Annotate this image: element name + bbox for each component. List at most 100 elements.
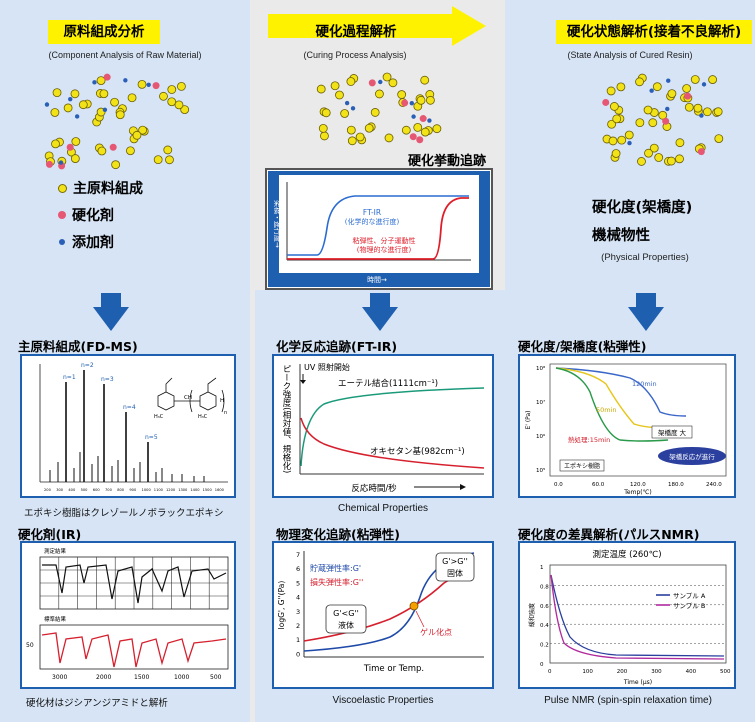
ir-x-tick: 2000: [96, 674, 111, 681]
yellow-molecule: [643, 105, 653, 115]
cure-x-tick: 120.0: [630, 482, 646, 488]
cure-progress-label: 架橋反応が進行: [669, 452, 715, 461]
visco-y-tick: 0: [296, 650, 300, 658]
blue-molecule: [68, 96, 73, 102]
cure-label-50: 50min: [596, 406, 617, 414]
yellow-molecule: [607, 119, 617, 129]
ftir-panel: ピーク強度(相対値、規格化) UV 照射開始 エーテル結合(1111cm⁻¹) …: [272, 354, 494, 498]
yellow-molecule: [180, 105, 190, 115]
yellow-molecule: [693, 103, 703, 113]
cure-y-label: E' (Pa): [525, 410, 532, 429]
yellow-molecule: [382, 72, 392, 82]
blue-molecule: [344, 100, 350, 106]
yellow-molecule: [617, 135, 627, 145]
legend-main-material: 主原料組成: [58, 178, 143, 198]
left-subtitle: (Component Analysis of Raw Material): [48, 50, 202, 60]
ftir-caption: Chemical Properties: [337, 503, 429, 514]
fdms-peak-label: n=3: [101, 376, 114, 383]
yellow-molecule: [63, 103, 73, 113]
pink-molecule: [602, 98, 610, 106]
mechanical-properties-title: 機械物性: [592, 228, 650, 244]
yellow-molecule: [416, 95, 426, 105]
left-title: 原料組成分析: [48, 20, 160, 44]
fdms-x-tick: 200: [44, 488, 52, 492]
right-title: 硬化状態解析(接着不良解析): [556, 20, 752, 44]
center-molecule-cluster: [316, 72, 442, 146]
ir-measured-frame: [39, 556, 229, 610]
yellow-dot-icon: [58, 183, 67, 193]
yellow-molecule: [330, 81, 340, 91]
blue-molecule: [123, 78, 128, 83]
yellow-molecule: [667, 89, 677, 99]
ir-measured-line: [42, 564, 227, 604]
cure-y-tick: 10⁵: [536, 467, 545, 474]
ftir-curve-note: (化学的な進行度): [345, 217, 400, 226]
blue-molecule: [411, 114, 416, 119]
yellow-molecule: [163, 145, 173, 155]
visco-y-tick: 2: [296, 622, 300, 630]
cure-degree-large-label: 架橋度 大: [658, 428, 687, 437]
pink-dot-icon: [58, 211, 66, 219]
cure-x-tick: 0.0: [554, 482, 563, 488]
legend-curing-agent: 硬化剤: [58, 205, 114, 225]
yellow-molecule: [52, 88, 62, 98]
fdms-peak-label: n=4: [123, 404, 136, 411]
yellow-molecule: [624, 130, 634, 140]
nmr-title: 測定温度 (260℃): [592, 549, 661, 560]
yellow-molecule: [346, 125, 356, 135]
yellow-molecule: [616, 82, 626, 92]
fdms-x-tick: 1200: [166, 488, 176, 492]
structure-h3c-right: H₃C: [198, 414, 208, 420]
ftir-chart: ピーク強度(相対値、規格化) UV 照射開始 エーテル結合(1111cm⁻¹) …: [281, 362, 485, 494]
yellow-molecule: [174, 100, 184, 110]
yellow-molecule: [99, 89, 109, 99]
physical-properties-subtitle: (Physical Properties): [601, 252, 689, 263]
yellow-molecule: [70, 89, 80, 99]
ftir-oxetane-label: オキセタン基(982cm⁻¹): [370, 446, 465, 457]
fdms-x-tick: 1100: [154, 488, 164, 492]
nmr-y-tick: 0: [540, 662, 544, 668]
visco-storage-label: 貯蔵弾性率:G': [310, 563, 361, 573]
yellow-molecule: [608, 136, 618, 146]
blue-molecule: [627, 140, 632, 146]
curing-y-label: 架橋・進行度→: [273, 200, 282, 248]
structure-h3c-left: H₃C: [154, 414, 164, 420]
yellow-molecule: [612, 114, 622, 124]
center-subtitle: (Curing Process Analysis): [303, 50, 407, 60]
yellow-molecule: [316, 84, 326, 94]
yellow-molecule: [320, 131, 329, 141]
blue-molecule: [409, 101, 415, 106]
cure-x-tick: 240.0: [706, 482, 722, 488]
nmr-y-tick: 0.4: [540, 623, 549, 629]
ir-standard-frame: [39, 624, 229, 670]
yellow-molecule: [644, 148, 653, 158]
nmr-legend-label: サンプル A: [673, 592, 706, 600]
yellow-molecule: [658, 110, 668, 120]
nmr-x-label: Time (μs): [623, 679, 652, 686]
fdms-peak-label: n=1: [63, 374, 76, 381]
cure-degree-title: 硬化度(架橋度): [592, 200, 693, 216]
nmr-y-label: 緩和強度: [528, 603, 536, 627]
fdms-peak-label: n=2: [81, 362, 94, 369]
left-molecule-cluster: [44, 73, 190, 170]
legend-additive: 添加剤: [58, 232, 114, 252]
nmr-y-tick: 1: [540, 565, 544, 571]
legend-main-label: 主原料組成: [73, 181, 143, 197]
blue-molecule: [102, 107, 108, 113]
pink-molecule: [66, 143, 74, 151]
ftir-heading: 化学反応追跡(FT-IR): [276, 339, 398, 354]
yellow-molecule: [649, 143, 659, 153]
blue-molecule: [146, 82, 151, 87]
legend-curing-label: 硬化剤: [72, 208, 114, 224]
yellow-molecule: [71, 137, 81, 146]
yellow-molecule: [675, 154, 684, 164]
nmr-x-tick: 0: [548, 669, 552, 675]
nmr-x-tick: 300: [651, 669, 662, 675]
yellow-molecule: [611, 149, 621, 158]
ftir-uv-label: UV 照射開始: [304, 362, 350, 372]
blue-molecule: [649, 88, 654, 93]
